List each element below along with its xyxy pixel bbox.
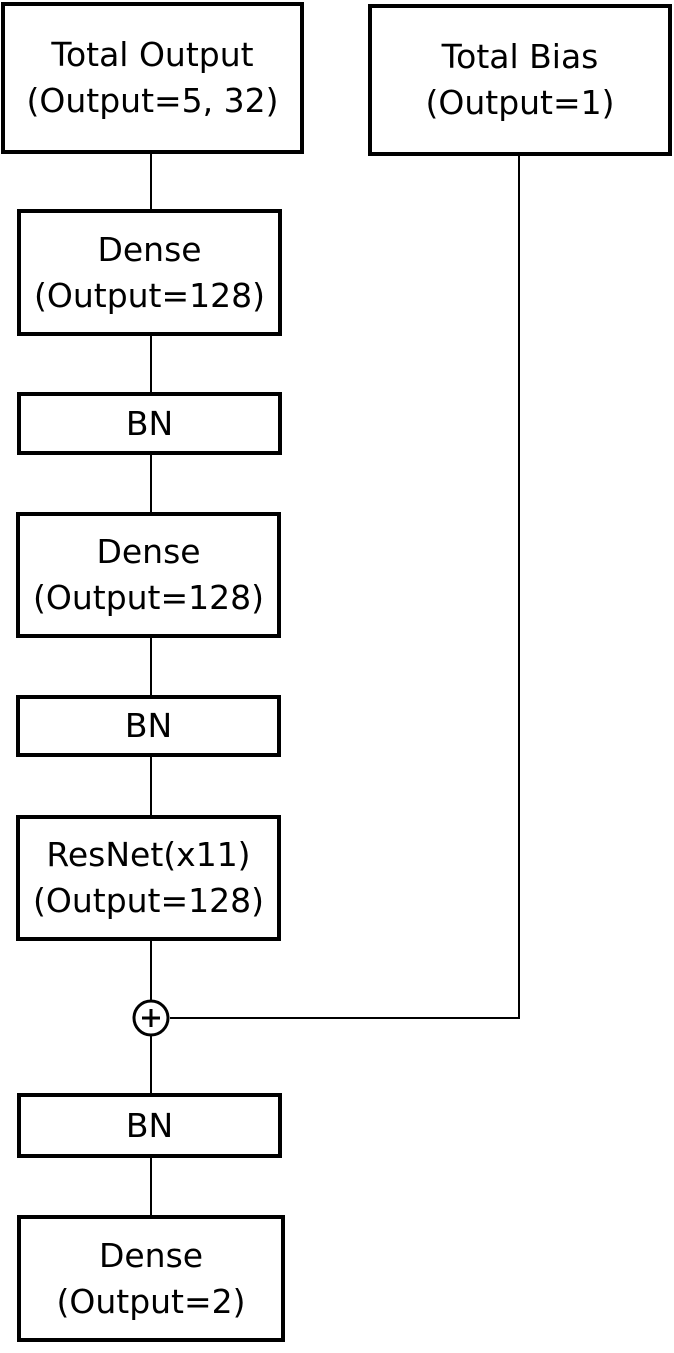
plus-circle-icon [132, 999, 170, 1037]
bn-3-title: BN [125, 1105, 174, 1145]
dense-1-shape: (Output=128) [33, 275, 266, 315]
total-output-node: Total Output (Output=5, 32) [1, 2, 304, 154]
edge-total-bias-to-add [170, 156, 520, 1019]
dense-output-title: Dense [98, 1235, 204, 1275]
total-output-title: Total Output [51, 35, 254, 74]
resnet-node: ResNet(x11) (Output=128) [16, 815, 281, 941]
total-output-shape: (Output=5, 32) [26, 81, 279, 120]
dense-2-title: Dense [96, 532, 201, 571]
dense-output-node: Dense (Output=2) [17, 1215, 285, 1342]
dense-output-shape: (Output=2) [56, 1281, 246, 1321]
bn-3-node: BN [17, 1093, 282, 1158]
total-bias-title: Total Bias [441, 37, 599, 76]
resnet-shape: (Output=128) [32, 881, 265, 920]
bn-1-title: BN [125, 403, 174, 443]
total-bias-node: Total Bias (Output=1) [368, 4, 672, 156]
bn-1-node: BN [17, 392, 282, 455]
dense-1-node: Dense (Output=128) [17, 209, 282, 336]
bn-2-title: BN [124, 706, 173, 745]
total-bias-shape: (Output=1) [425, 83, 615, 122]
resnet-title: ResNet(x11) [46, 835, 251, 874]
bn-2-node: BN [16, 695, 281, 757]
dense-1-title: Dense [97, 229, 202, 269]
dense-2-node: Dense (Output=128) [16, 512, 281, 638]
dense-2-shape: (Output=128) [32, 578, 265, 617]
